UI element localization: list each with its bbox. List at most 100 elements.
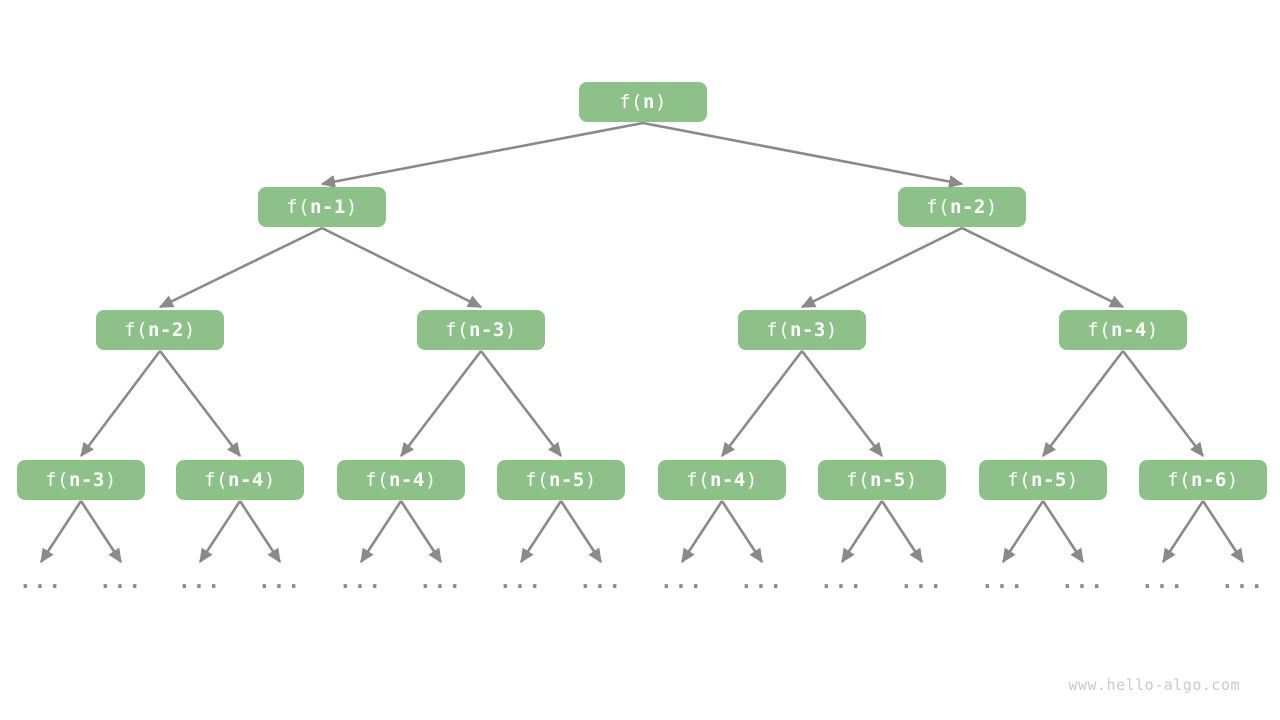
leaf-ellipsis: ... [258, 569, 302, 593]
node-label-prefix: f( [365, 469, 390, 491]
tree-node: f(n-4) [337, 460, 465, 500]
leaf-ellipsis: ... [99, 569, 143, 593]
node-label-prefix: f( [619, 91, 643, 113]
node-label-var: n-3 [469, 319, 505, 341]
edge-arrow [720, 500, 764, 564]
edge-arrow [880, 500, 924, 564]
node-label-suffix: ) [424, 469, 437, 491]
node-label-var: n [642, 91, 655, 113]
node-label-suffix: ) [104, 469, 117, 491]
edge-arrow [79, 500, 123, 564]
tree-node: f(n-3) [17, 460, 145, 500]
node-label-suffix: ) [745, 469, 758, 491]
node-label-suffix: ) [825, 319, 838, 341]
node-label-suffix: ) [905, 469, 918, 491]
node-label-suffix: ) [1146, 319, 1159, 341]
edge-arrow [1041, 350, 1125, 458]
node-label-prefix: f( [1087, 319, 1112, 341]
node-label-var: n-5 [870, 469, 906, 491]
leaf-ellipsis: ... [740, 569, 784, 593]
leaf-ellipsis: ... [579, 569, 623, 593]
edge-arrow [39, 500, 83, 564]
node-label-suffix: ) [504, 319, 517, 341]
edge-arrow [321, 226, 483, 309]
tree-node: f(n-3) [417, 310, 545, 350]
node-label-suffix: ) [263, 469, 276, 491]
node-label-var: n-4 [710, 469, 746, 491]
edge-arrow [642, 121, 964, 188]
tree-node: f(n) [579, 82, 707, 122]
edge-arrow [680, 500, 724, 564]
edge-arrow [519, 500, 563, 564]
tree-node: f(n-1) [258, 187, 386, 227]
leaf-ellipsis: ... [178, 569, 222, 593]
node-label-suffix: ) [345, 196, 358, 218]
edge-arrow [320, 121, 644, 188]
leaf-ellipsis: ... [419, 569, 463, 593]
edge-arrow [559, 500, 603, 564]
node-label-prefix: f( [766, 319, 791, 341]
edge-arrow [399, 350, 483, 458]
edge-arrow [961, 226, 1125, 309]
edge-arrow [359, 500, 403, 564]
tree-node: f(n-4) [658, 460, 786, 500]
node-label-var: n-4 [228, 469, 264, 491]
node-label-var: n-1 [310, 196, 346, 218]
tree-node: f(n-5) [497, 460, 625, 500]
node-label-suffix: ) [985, 196, 998, 218]
tree-node: f(n-2) [96, 310, 224, 350]
edge-arrow [840, 500, 884, 564]
node-label-prefix: f( [1007, 469, 1032, 491]
leaf-ellipsis: ... [1141, 569, 1185, 593]
tree-node: f(n-6) [1139, 460, 1267, 500]
leaf-ellipsis: ... [981, 569, 1025, 593]
edge-arrow [399, 500, 443, 564]
edge-arrow [79, 350, 162, 458]
node-label-var: n-2 [148, 319, 184, 341]
tree-node: f(n-3) [738, 310, 866, 350]
leaf-ellipsis: ... [660, 569, 704, 593]
node-label-var: n-3 [790, 319, 826, 341]
edge-arrow [1121, 350, 1205, 458]
tree-node: f(n-4) [176, 460, 304, 500]
tree-node: f(n-2) [898, 187, 1026, 227]
watermark: www.hello-algo.com [1068, 676, 1240, 694]
node-label-prefix: f( [846, 469, 871, 491]
node-label-prefix: f( [1167, 469, 1192, 491]
node-label-suffix: ) [654, 91, 667, 113]
tree-node: f(n-4) [1059, 310, 1187, 350]
edge-arrow [479, 350, 563, 458]
node-label-var: n-4 [1111, 319, 1147, 341]
edge-arrow [1041, 500, 1085, 564]
edge-arrow [720, 350, 804, 458]
edge-arrow [1001, 500, 1045, 564]
node-label-prefix: f( [124, 319, 149, 341]
node-label-var: n-2 [950, 196, 986, 218]
edge-arrow [1201, 500, 1245, 564]
edge-arrow [158, 226, 323, 309]
leaf-ellipsis: ... [499, 569, 543, 593]
node-label-suffix: ) [584, 469, 597, 491]
node-label-prefix: f( [926, 196, 951, 218]
node-label-prefix: f( [45, 469, 70, 491]
leaf-ellipsis: ... [820, 569, 864, 593]
node-label-prefix: f( [445, 319, 470, 341]
leaf-ellipsis: ... [900, 569, 944, 593]
edge-arrow [800, 226, 963, 309]
node-label-var: n-4 [389, 469, 425, 491]
node-label-prefix: f( [686, 469, 711, 491]
node-label-suffix: ) [183, 319, 196, 341]
leaf-ellipsis: ... [1061, 569, 1105, 593]
node-label-prefix: f( [525, 469, 550, 491]
edge-arrow [800, 350, 884, 458]
tree-node: f(n-5) [979, 460, 1107, 500]
node-label-var: n-5 [1031, 469, 1067, 491]
node-label-var: n-3 [69, 469, 105, 491]
node-label-prefix: f( [286, 196, 311, 218]
node-label-var: n-5 [549, 469, 585, 491]
leaf-ellipsis: ... [339, 569, 383, 593]
node-label-var: n-6 [1191, 469, 1227, 491]
leaf-ellipsis: ... [19, 569, 63, 593]
tree-node: f(n-5) [818, 460, 946, 500]
